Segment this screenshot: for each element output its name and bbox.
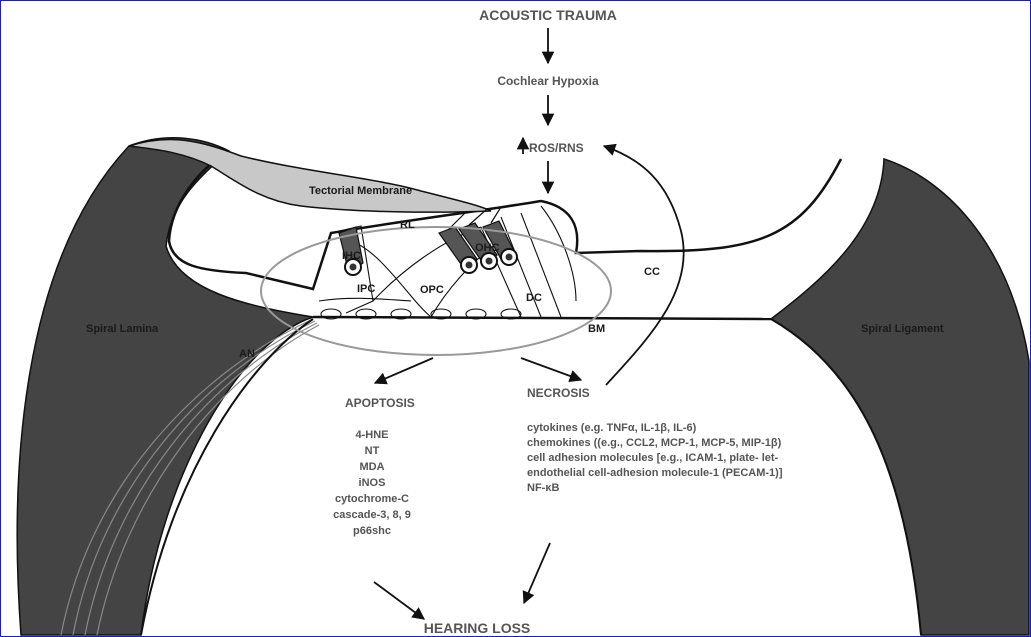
necrosis-marker: cytokines (e.g. TNFα, IL-1β, IL-6) — [527, 422, 697, 434]
apoptosis-marker: cytochrome-C — [335, 493, 409, 505]
label-ohc: OHC — [475, 242, 500, 254]
label-ipc: IPC — [357, 283, 375, 295]
label-rl: RL — [400, 219, 415, 231]
apoptosis-marker: p66shc — [353, 525, 391, 537]
label-an: AN — [239, 348, 255, 360]
necrosis-marker: chemokines ((e.g., CCL2, MCP-1, MCP-5, M… — [527, 437, 782, 449]
apoptosis-marker: cascade-3, 8, 9 — [333, 509, 411, 521]
label-necrosis: NECROSIS — [527, 386, 590, 400]
title-acoustic-trauma: ACOUSTIC TRAUMA — [479, 7, 617, 23]
spiral-lamina-shape — [17, 138, 313, 635]
necrosis-marker-list: cytokines (e.g. TNFα, IL-1β, IL-6) chemo… — [527, 422, 783, 494]
label-apoptosis: APOPTOSIS — [345, 396, 415, 410]
label-spiral-ligament: Spiral Ligament — [861, 323, 944, 335]
necrosis-marker: cell adhesion molecules [e.g., ICAM-1, p… — [527, 452, 779, 464]
spiral-ligament-shape — [771, 159, 1029, 635]
label-hearing-loss: HEARING LOSS — [424, 620, 531, 636]
apoptosis-marker: MDA — [359, 461, 384, 473]
label-cc: CC — [644, 266, 660, 278]
label-spiral-lamina: Spiral Lamina — [86, 323, 159, 335]
apoptosis-marker: 4-HNE — [355, 429, 388, 441]
necrosis-marker: endothelial cell-adhesion molecule-1 (PE… — [527, 467, 783, 479]
label-cochlear-hypoxia: Cochlear Hypoxia — [497, 74, 599, 88]
label-dc: DC — [526, 292, 542, 304]
label-ros-rns: ROS/RNS — [529, 141, 584, 155]
basilar-membrane — [313, 317, 771, 319]
label-tectorial-membrane: Tectorial Membrane — [309, 185, 412, 197]
label-opc: OPC — [420, 284, 444, 296]
apoptosis-marker-list: 4-HNE NT MDA iNOS cytochrome-C cascade-3… — [333, 429, 411, 537]
flow-arrows — [374, 28, 684, 619]
label-bm: BM — [588, 323, 605, 335]
apoptosis-marker: iNOS — [359, 477, 386, 489]
outer-hair-cells — [439, 207, 517, 273]
necrosis-marker: NF-κB — [527, 482, 559, 494]
apoptosis-marker: NT — [365, 445, 380, 457]
label-ihc: IHC — [342, 250, 361, 262]
